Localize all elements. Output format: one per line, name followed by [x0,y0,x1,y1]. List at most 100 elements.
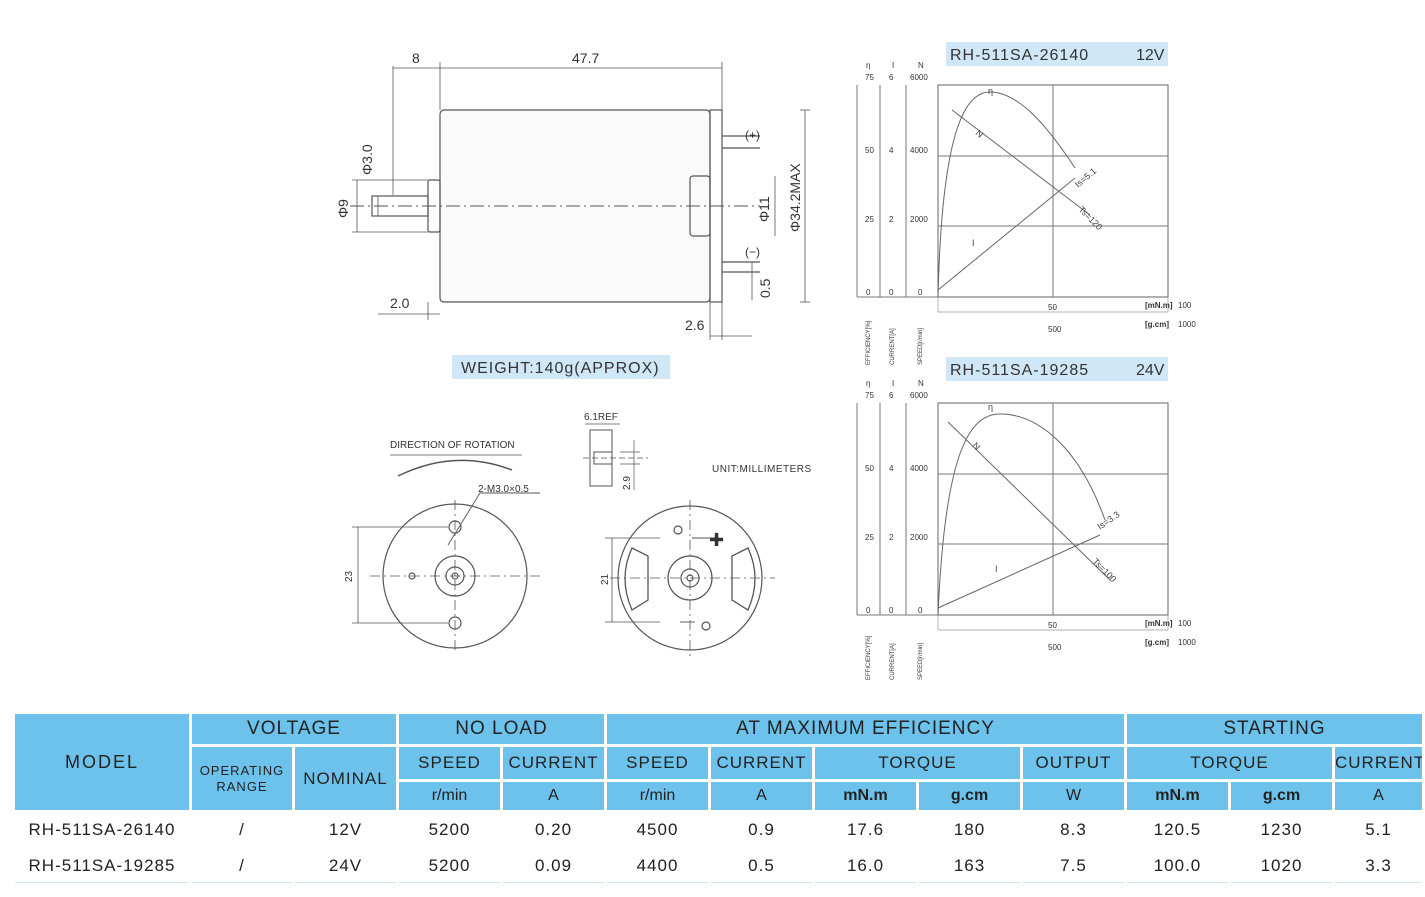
cell-st-torque-g: 1230 [1228,810,1335,848]
speed-line [951,109,1091,216]
dim-23: 23 [344,570,355,582]
cur-tick-4: 4 [889,464,894,473]
header-nl-current: CURRENT [500,744,607,782]
eff-tick-50: 50 [865,464,874,473]
weight-label: WEIGHT:140g(APPROX) [461,360,660,377]
cell-st-torque-mn: 120.5 [1124,810,1231,848]
x-tick-gcm-500: 500 [1048,643,1062,652]
curve-label-speed: N [974,128,985,140]
axis-head-spd: N [918,379,924,388]
unit-st-current: A [1331,779,1425,813]
cell-range: / [189,846,295,883]
spd-tick-6000: 6000 [910,391,928,400]
spd-tick-0: 0 [918,288,923,297]
efficiency-curve [937,413,1106,616]
axis-name-cur: CURRENT[A] [890,328,896,365]
axis-name-eff: EFFICIENCY[%] [866,320,872,365]
axis-head-eff: η [866,379,870,388]
header-me-torque: TORQUE [812,744,1023,782]
technical-drawing: 8 47.7 2.0 2.6 (+) (−) Φ3.0 Φ9 Φ11 Φ34.2… [335,42,1196,680]
x-unit-gcm: [g.cm] [1145,638,1169,647]
curve-label-current: I [995,564,998,574]
table-row: RH-511SA-19285 / 24V 5200 0.09 4400 0.5 … [12,846,1425,883]
spd-tick-4000: 4000 [910,146,928,155]
terminal-detail [583,423,648,490]
current-line [937,177,1076,291]
spd-tick-4000: 4000 [910,464,928,473]
header-voltage: VOLTAGE [189,711,399,747]
screw-label: 2-M3.0×0.5 [478,484,529,495]
unit-me-current: A [708,779,815,813]
cell-me-speed: 4500 [604,810,711,848]
unit-me-speed: r/min [604,779,711,813]
graph-12v: RH-511SA-26140 12V η I N 75 50 25 0 6 4 [856,42,1196,365]
axis-head-eff: η [866,61,870,70]
terminal-plus-label: (+) [745,128,760,142]
curve-label-is: Is=3.3 [1095,509,1121,531]
speed-line [947,421,1111,581]
cell-nl-current: 0.20 [500,810,607,848]
dim-29: 2.9 [622,476,633,490]
x-unit-gcm: [g.cm] [1145,320,1169,329]
unit-nl-speed: r/min [396,779,503,813]
rear-view [605,500,775,656]
dim-shaft-length: 8 [412,50,420,66]
eff-tick-75: 75 [865,391,874,400]
unit-st-torque-mn: mN.m [1124,779,1231,813]
curve-label-eff: η [988,86,993,96]
cur-tick-6: 6 [889,73,894,82]
cur-tick-2: 2 [889,215,894,224]
cell-st-torque-g: 1020 [1228,846,1335,883]
graph-title: RH-511SA-19285 [950,362,1089,379]
header-nl-speed: SPEED [396,744,503,782]
cell-me-current: 0.5 [708,846,815,883]
x-tick-mn-50: 50 [1048,621,1057,630]
spd-tick-2000: 2000 [910,215,928,224]
table-row: RH-511SA-26140 / 12V 5200 0.20 4500 0.9 … [12,810,1425,848]
plus-terminal-icon: ✚ [709,530,724,550]
unit-nl-current: A [500,779,607,813]
cell-me-speed: 4400 [604,846,711,883]
efficiency-curve [937,91,1076,298]
axis-name-cur: CURRENT[A] [890,643,896,680]
cur-tick-0: 0 [889,288,894,297]
header-me-speed: SPEED [604,744,711,782]
cell-nl-current: 0.09 [500,846,607,883]
dim-boss-dia: Φ9 [335,199,351,218]
x-tick-mn-100: 100 [1178,619,1192,628]
cur-tick-0: 0 [889,606,894,615]
eff-tick-0: 0 [866,288,871,297]
axis-head-spd: N [918,61,924,70]
cell-me-output: 7.5 [1020,846,1127,883]
cell-me-torque-g: 180 [916,810,1023,848]
cell-nominal: 12V [292,810,399,848]
eff-tick-75: 75 [865,73,874,82]
terminal-minus-label: (−) [745,245,760,259]
cell-me-current: 0.9 [708,810,815,848]
unit-me-output: W [1020,779,1127,813]
axis-head-cur: I [892,61,894,70]
cell-nl-speed: 5200 [396,846,503,883]
cell-st-current: 3.3 [1331,846,1425,883]
header-st-torque: TORQUE [1124,744,1335,782]
weight-badge [452,355,670,379]
curve-label-ts: Ts=120 [1077,204,1105,232]
axis-name-spd: SPEED[r/min] [918,328,924,365]
graph-voltage: 12V [1136,47,1165,64]
dim-rear-boss: Φ11 [756,196,772,222]
header-starting: STARTING [1123,711,1425,747]
dim-front-offset: 2.0 [390,295,410,311]
axis-head-cur: I [892,379,894,388]
spd-tick-6000: 6000 [910,73,928,82]
unit-label: UNIT:MILLIMETERS [712,464,812,475]
cur-tick-2: 2 [889,533,894,542]
cell-range: / [189,810,295,848]
unit-me-torque-mn: mN.m [812,779,919,813]
cur-tick-4: 4 [889,146,894,155]
cur-tick-6: 6 [889,391,894,400]
ref-label: 6.1REF [584,412,618,423]
header-max-efficiency: AT MAXIMUM EFFICIENCY [604,711,1127,747]
front-view [352,454,540,650]
graph-title: RH-511SA-26140 [950,47,1089,64]
curve-label-ts: Ts=100 [1091,556,1119,584]
